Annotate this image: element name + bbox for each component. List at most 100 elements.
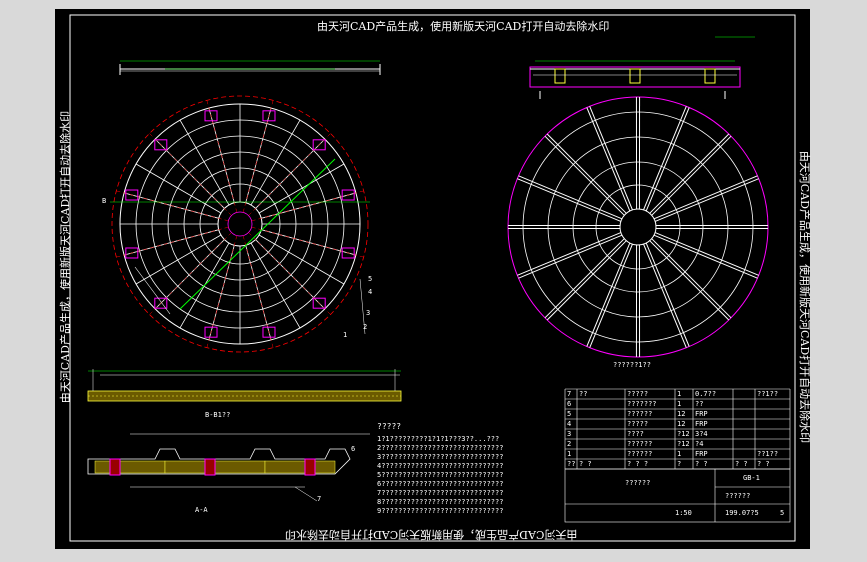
scale: 1:50 <box>675 509 692 517</box>
callout-1: 1 <box>343 331 348 339</box>
left-plan-spoke <box>258 163 345 214</box>
callout-2: 2 <box>363 323 368 331</box>
left-plan-support-box <box>154 297 168 309</box>
table-cell: 6 <box>567 400 572 408</box>
right-plan-rib <box>518 234 623 279</box>
section-aa-label: A-A <box>195 506 208 514</box>
left-plan-support-box <box>262 326 276 338</box>
right-plan-rib <box>651 238 732 319</box>
left-plan-support-box <box>154 139 168 151</box>
left-plan-support-box <box>125 247 139 259</box>
right-plan-rib <box>643 106 687 211</box>
table-cell: ? ? <box>735 460 748 468</box>
callout-3: 3 <box>366 309 371 317</box>
callout-4: 4 <box>368 288 373 296</box>
table-cell: ?????? <box>627 410 653 418</box>
right-plan-rib <box>649 240 730 321</box>
right-plan-rib <box>586 242 631 347</box>
date: 199.07?5 <box>725 509 759 517</box>
left-plan-support-box <box>312 139 326 151</box>
table-cell: ?????? <box>627 450 653 458</box>
table-cell: ?12 <box>677 440 690 448</box>
table-cell: ?4 <box>695 440 704 448</box>
table-cell: 3?4 <box>695 430 708 438</box>
drawing-border <box>69 14 796 542</box>
bottom-elevation <box>87 369 402 402</box>
right-top-elevation <box>529 36 755 99</box>
drawing-no: GB-1 <box>743 474 760 482</box>
left-plan-centerline <box>206 235 238 348</box>
table-cell: ???? <box>627 430 644 438</box>
watermark-left: 由天河CAD产品生成，使用新版天河CAD打开自动去除水印 <box>59 110 72 404</box>
table-cell: 12 <box>677 410 686 418</box>
left-plan-centerline <box>242 235 274 348</box>
callout-6: 6 <box>351 445 356 453</box>
table-cell: FRP <box>695 420 708 428</box>
right-plan-rib <box>517 178 622 222</box>
table-cell: ?? <box>695 400 704 408</box>
right-plan-rib <box>517 232 622 276</box>
left-plan-centerline <box>242 100 274 213</box>
right-plan-rib <box>546 133 627 214</box>
table-cell: ????? <box>627 390 649 398</box>
left-circular-plan <box>110 95 370 353</box>
callout-5: 5 <box>368 275 373 283</box>
table-cell: ? ? ? <box>627 460 649 468</box>
left-plan-centerline <box>149 232 232 315</box>
cad-drawing-canvas[interactable]: 由天河CAD产品生成，使用新版天河CAD打开自动去除水印 由天河CAD产品生成，… <box>55 9 811 549</box>
table-cell: ?????? <box>627 440 653 448</box>
right-plan-rib <box>654 178 759 222</box>
left-plan-support-box <box>125 189 139 201</box>
left-plan-support-box <box>204 110 218 122</box>
note-line: 3????????????????????????????? <box>377 453 504 461</box>
right-plan-rib <box>544 135 625 216</box>
table-cell: ? ? <box>757 460 770 468</box>
right-plan-rib <box>589 243 633 348</box>
table-cell: 5 <box>567 410 572 418</box>
callout-7: 7 <box>317 495 322 503</box>
table-cell: ?12 <box>677 430 690 438</box>
left-plan-spoke <box>135 163 222 214</box>
table-cell: 12 <box>677 420 686 428</box>
right-plan-rib <box>654 232 759 276</box>
sheet-info: ?????? <box>725 492 751 500</box>
left-plan-centerline <box>149 133 232 216</box>
table-cell: 1 <box>677 450 682 458</box>
note-line: 7????????????????????????????? <box>377 489 504 497</box>
left-plan-centerline <box>116 190 229 222</box>
note-line: 9????????????????????????????? <box>377 507 504 515</box>
table-cell: 1 <box>567 450 572 458</box>
left-plan-support-box <box>204 326 218 338</box>
left-plan-centerline <box>251 226 364 258</box>
right-plan-rib <box>653 234 758 279</box>
table-cell: 4 <box>567 420 572 428</box>
note-line: 1?1?????????1?1?1???3??...??? <box>377 435 500 443</box>
watermark-top: 由天河CAD产品生成，使用新版天河CAD打开自动去除水印 <box>317 20 610 33</box>
right-plan-caption: ??????1?? <box>613 361 651 369</box>
table-cell: 0.7?? <box>695 390 717 398</box>
left-plan-support-box <box>341 247 355 259</box>
title-block <box>564 468 791 523</box>
table-cell: ?? <box>579 390 588 398</box>
right-circular-plan <box>507 96 769 358</box>
table-cell: ?? <box>567 460 576 468</box>
right-plan-rib <box>653 175 758 220</box>
left-plan-spoke <box>258 234 345 285</box>
right-plan-rib <box>645 107 690 212</box>
table-cell: 7 <box>567 390 572 398</box>
right-plan-rib <box>544 238 625 319</box>
note-line: 8????????????????????????????? <box>377 498 504 506</box>
right-plan-rib <box>645 242 690 347</box>
parts-table-frame <box>564 388 791 523</box>
right-plan-rib <box>651 135 732 216</box>
table-cell: 3 <box>567 430 572 438</box>
note-line: 5????????????????????????????? <box>377 471 504 479</box>
drawing-title: ?????? <box>625 479 651 487</box>
table-cell: ? ? <box>695 460 708 468</box>
note-line: 2????????????????????????????? <box>377 444 504 452</box>
left-plan-spoke <box>135 234 222 285</box>
notes-title: ????? <box>377 422 402 431</box>
left-top-elevation <box>119 60 381 75</box>
table-cell: FRP <box>695 450 708 458</box>
left-plan-centerline <box>251 190 364 222</box>
